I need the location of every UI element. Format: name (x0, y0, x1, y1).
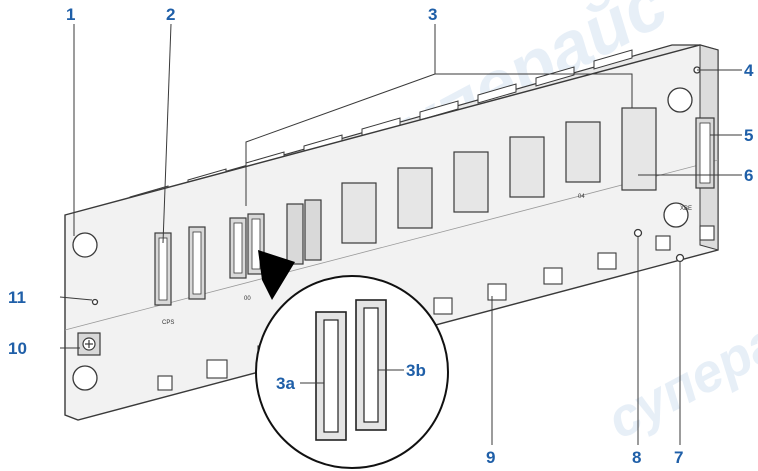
callout-11: 11 (8, 288, 26, 307)
callout-9: 9 (486, 448, 495, 467)
mounting-holes (72, 66, 701, 391)
backplate-ridge (64, 159, 719, 331)
callout-6: 6 (744, 166, 753, 185)
extension-connector (695, 117, 715, 189)
mount-hole-right-lower (663, 202, 689, 228)
callout-10: 10 (8, 339, 27, 358)
zoom-circle (255, 275, 449, 469)
cps-label: CPS (162, 320, 174, 326)
mount-hole-right-upper (667, 87, 693, 113)
callout-3b: 3b (406, 361, 426, 380)
screw-hole-7 (675, 253, 685, 263)
slot-covers (341, 107, 657, 244)
xbe-label: XBE (680, 206, 692, 212)
callout-4: 4 (744, 61, 754, 80)
cps-connector-b (188, 226, 206, 300)
zoom-detail (255, 275, 449, 469)
callout-5: 5 (744, 126, 753, 145)
zoom-connector-3a (315, 311, 347, 441)
ground-terminal (77, 332, 101, 356)
callout-3: 3 (428, 5, 437, 24)
callouts: 1 2 3 4 5 6 7 8 9 10 11 3a 3b (8, 5, 754, 467)
slot-00-label: 00 (244, 296, 251, 302)
leader-lines (59, 23, 742, 445)
callout-7: 7 (674, 448, 683, 467)
mount-hole-left-upper (72, 232, 98, 258)
connectors (154, 107, 715, 306)
screw-hole-8 (633, 228, 643, 238)
zoom-connector-3b (355, 299, 387, 431)
zoom-pointer (258, 250, 295, 300)
callout-3a: 3a (276, 374, 295, 393)
mount-hole-left-lower (72, 365, 98, 391)
callout-8: 8 (632, 448, 641, 467)
slot-04-label: 04 (578, 194, 585, 200)
slot-cover-6 (621, 107, 657, 191)
watermark-text-lower: суперайс (597, 281, 758, 451)
slot-01-connector (286, 199, 322, 265)
callout-2: 2 (166, 5, 175, 24)
screw-hole-11 (91, 298, 99, 306)
cps-connector-a (154, 232, 172, 306)
slot-00-connector (229, 213, 265, 279)
callout-1: 1 (66, 5, 75, 24)
